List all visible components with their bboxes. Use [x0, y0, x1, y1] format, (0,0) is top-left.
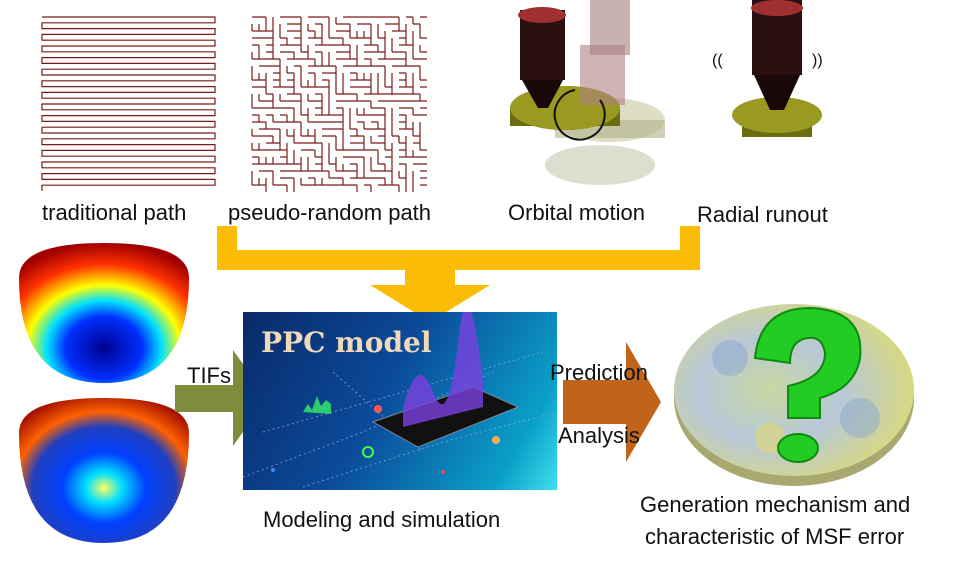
tifs-label: TIFs: [187, 363, 231, 388]
orbital-motion-image: [510, 0, 665, 185]
tif-disk-bottom: [19, 398, 189, 543]
traditional-path-image: [41, 16, 216, 191]
ppc-model-image: PPC model: [243, 312, 557, 490]
svg-text:)): )): [812, 52, 823, 69]
ppc-model-title: PPC model: [261, 326, 432, 359]
radial-runout-label: Radial runout: [697, 202, 828, 227]
pseudo-random-path-image: [251, 16, 427, 192]
orbital-motion-label: Orbital motion: [508, 200, 645, 225]
radial-runout-image: (( )): [712, 0, 823, 137]
result-label-line1: Generation mechanism and: [640, 492, 911, 517]
result-label-line2: characteristic of MSF error: [645, 524, 905, 549]
analysis-label: Analysis: [558, 423, 640, 448]
raster-path: [41, 16, 216, 191]
modeling-label: Modeling and simulation: [263, 507, 501, 532]
svg-text:((: ((: [712, 52, 723, 69]
maze-path: [251, 16, 427, 192]
traditional-path-label: traditional path: [42, 200, 187, 225]
prediction-label: Prediction: [550, 360, 648, 385]
pseudo-random-path-label: pseudo-random path: [228, 200, 432, 225]
prediction-arrow: [563, 342, 661, 462]
tif-disk-top: [19, 243, 189, 383]
msf-error-disk: [674, 304, 914, 486]
